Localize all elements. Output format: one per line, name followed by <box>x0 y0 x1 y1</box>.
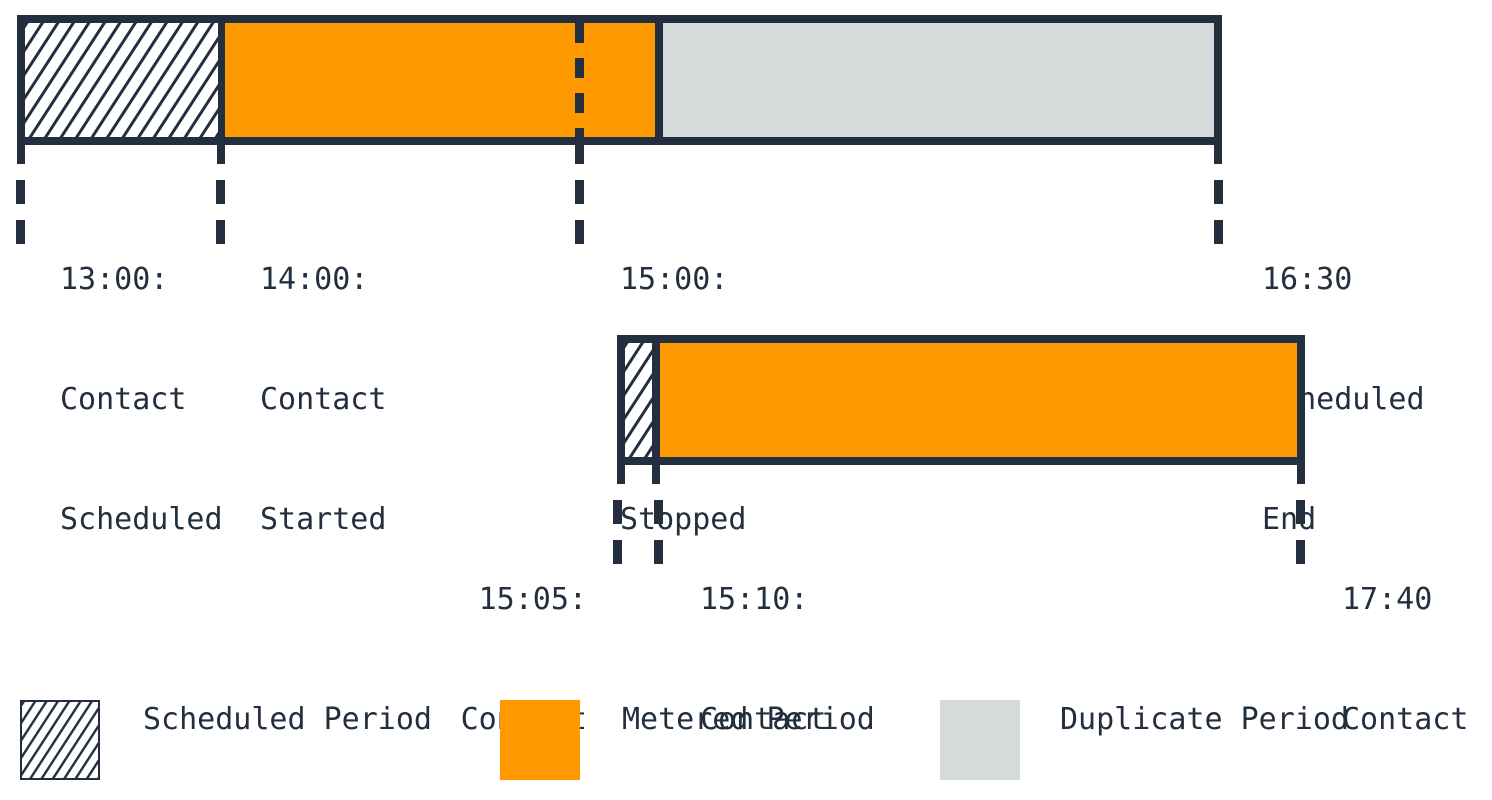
marker-event-line: Scheduled <box>60 502 223 537</box>
marker-stub <box>652 465 660 484</box>
marker-label-contact2-started: 15:10: Contact Started <box>700 500 826 800</box>
contact2-timeline-bar <box>617 335 1305 465</box>
contact1-metered-period-segment <box>225 23 655 137</box>
marker-tick <box>1214 180 1223 244</box>
marker-stub <box>617 465 625 484</box>
marker-event-line: Contact <box>60 382 187 417</box>
marker-tick <box>1296 500 1305 564</box>
marker-stub <box>1214 145 1222 164</box>
legend-swatch-scheduled-period <box>20 700 100 780</box>
marker-event-line: End <box>1262 502 1317 537</box>
marker-event-line: Started <box>260 502 387 537</box>
legend-label-duplicate-period: Duplicate Period <box>1060 702 1349 737</box>
hatch-pattern <box>25 23 218 137</box>
contact1-timeline-bar <box>17 15 1222 145</box>
marker-time: 16:30 <box>1262 262 1353 297</box>
segment-divider <box>218 23 225 137</box>
marker-tick <box>216 180 225 244</box>
marker-label-contact1-started: 14:00: Contact Started <box>260 180 386 620</box>
hatch-pattern <box>22 702 98 778</box>
segment-divider <box>655 23 663 137</box>
contact2-scheduled-period-segment <box>625 343 652 457</box>
contact1-scheduled-period-segment <box>25 23 218 137</box>
marker-time: 15:10: <box>700 582 809 617</box>
marker-stub <box>1297 465 1305 484</box>
marker-tick <box>16 180 25 244</box>
marker-tick <box>575 180 584 244</box>
hatch-pattern <box>625 343 652 457</box>
marker-stub <box>217 145 225 164</box>
marker-time: 17:40 <box>1342 582 1433 617</box>
marker-tick <box>654 500 663 564</box>
marker-event-line: Contact <box>260 382 387 417</box>
legend-swatch-metered-period <box>500 700 580 780</box>
marker-stub <box>575 145 584 164</box>
legend-label-metered-period: Metered Period <box>622 702 875 737</box>
contact2-metered-period-segment <box>660 343 1297 457</box>
marker-event-line: Stopped <box>620 502 747 537</box>
marker-label-contact2-ended: 17:40 Contact Ended <box>1342 500 1468 800</box>
segment-divider <box>652 343 660 457</box>
contact1-stopped-dashed-line <box>575 23 584 137</box>
marker-event-line: Contact <box>1342 702 1469 737</box>
marker-time: 15:05: <box>478 582 587 617</box>
marker-time: 14:00: <box>260 262 369 297</box>
marker-label-contact1-scheduled: 13:00: Contact Scheduled <box>60 180 223 620</box>
marker-tick <box>613 500 622 564</box>
legend-swatch-duplicate-period <box>940 700 1020 780</box>
marker-time: 13:00: <box>60 262 169 297</box>
legend-label-scheduled-period: Scheduled Period <box>143 702 432 737</box>
marker-time: 15:00: <box>620 262 729 297</box>
marker-event-line: Contact <box>700 702 827 737</box>
contact1-duplicate-period-segment <box>663 23 1214 137</box>
marker-stub <box>17 145 25 164</box>
